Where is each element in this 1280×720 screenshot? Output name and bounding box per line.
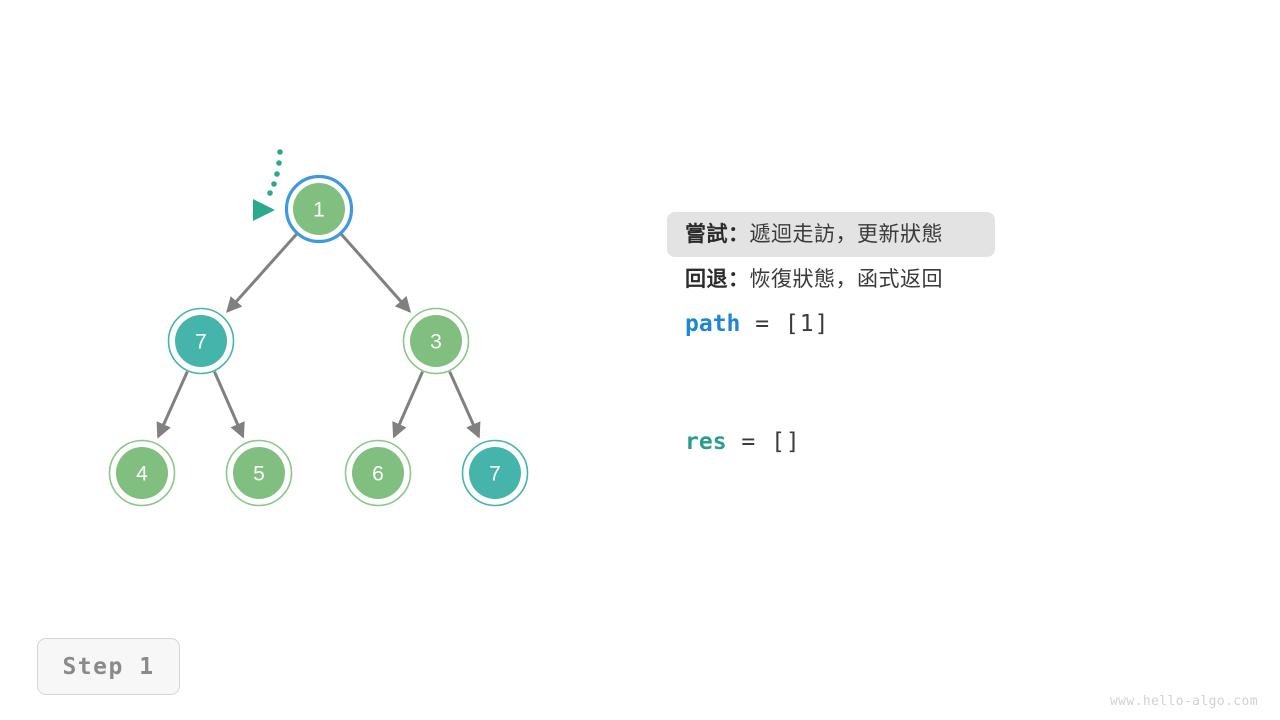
tree-node-label: 3 — [430, 331, 442, 354]
tree-node-disc — [175, 315, 227, 367]
backtrack-line-body: 恢復狀態，函式返回 — [749, 267, 943, 291]
tree-node-ring — [402, 307, 470, 375]
watermark-text: www.hello-algo.com — [1109, 694, 1258, 709]
tree-node[interactable]: 6 — [344, 439, 412, 507]
tree-node[interactable]: 5 — [225, 439, 293, 507]
tree-node-label: 1 — [313, 199, 325, 222]
tree-node-label: 4 — [136, 463, 148, 486]
tree-node-label: 6 — [372, 463, 384, 486]
tree-node-label: 5 — [253, 463, 265, 486]
try-line: 嘗試：遞迴走訪，更新狀態 — [667, 212, 995, 257]
step-badge-label: Step 1 — [62, 653, 155, 680]
tree-edge — [213, 371, 245, 439]
res-variable-name: res — [685, 429, 727, 455]
tree-node-disc — [410, 315, 462, 367]
tree-node-disc — [233, 447, 285, 499]
res-variable-value: = [] — [726, 429, 801, 455]
tree-node-ring — [225, 439, 293, 507]
tree-node-ring — [108, 439, 176, 507]
try-line-prefix: 嘗試： — [685, 222, 750, 246]
tree-node-disc — [469, 447, 521, 499]
tree-node[interactable]: 3 — [402, 307, 470, 375]
watermark: www.hello-algo.com — [1110, 694, 1258, 709]
res-variable-line: res = [] — [667, 420, 1205, 465]
tree-node-label: 7 — [195, 331, 207, 354]
path-variable-value: = [1] — [740, 311, 830, 337]
tree-node[interactable]: 4 — [108, 439, 176, 507]
tree-nodes: 1 7 3 4 5 6 7 — [108, 174, 529, 507]
tree-node-disc — [293, 183, 345, 235]
tree-node-ring — [461, 439, 529, 507]
tree-edge — [448, 370, 481, 439]
state-panel: 嘗試：遞迴走訪，更新狀態 回退：恢復狀態，函式返回 path = [1] res… — [667, 212, 1205, 465]
tree-node-disc — [116, 447, 168, 499]
step-badge: Step 1 — [37, 638, 180, 695]
tree-node-ring — [344, 439, 412, 507]
try-line-body: 遞迴走訪，更新狀態 — [749, 222, 943, 246]
tree-edge — [392, 371, 424, 439]
tree-edge — [340, 233, 412, 313]
backtrack-line-prefix: 回退： — [685, 267, 750, 291]
traversal-pointer-icon — [253, 149, 283, 221]
tree-node-disc — [352, 447, 404, 499]
backtrack-line: 回退：恢復狀態，函式返回 — [667, 257, 1205, 302]
tree-edge — [226, 232, 298, 313]
path-variable-name: path — [685, 311, 741, 337]
tree-node[interactable]: 7 — [167, 307, 235, 375]
tree-node-ring — [167, 307, 235, 375]
tree-node[interactable]: 7 — [461, 439, 529, 507]
path-variable-line: path = [1] — [667, 302, 1205, 347]
panel-spacer — [685, 347, 1205, 420]
tree-node-label: 7 — [489, 463, 501, 486]
tree-edges — [156, 232, 481, 439]
tree-edge — [156, 370, 189, 439]
tree-node[interactable]: 1 — [284, 174, 354, 244]
tree-node-ring — [284, 174, 354, 244]
